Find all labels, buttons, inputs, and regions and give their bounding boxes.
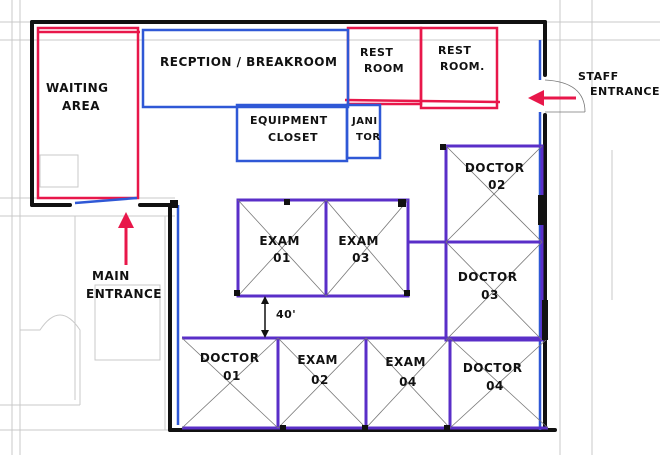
room-labels: WAITING AREA RECPTION / BREAKROOM REST R… [46,44,529,393]
label-dimension: 40' [276,308,296,321]
label-doctor-02: DOCTOR 02 [465,161,529,192]
label-exam-01: EXAM 01 [259,234,304,265]
label-doctor-04: DOCTOR 04 [463,361,527,393]
room-diagonals [181,145,549,429]
label-exam-04: EXAM 04 [385,355,430,389]
label-doctor-01: DOCTOR 01 [200,351,264,383]
label-doctor-03: DOCTOR 03 [458,270,522,302]
red-rooms [36,26,501,200]
label-equipment-closet: EQUIPMENT CLOSET [250,114,332,144]
label-main-entrance: MAIN ENTRANCE [86,269,162,301]
label-exam-03: EXAM 03 [338,234,383,265]
dimension-marker [261,296,269,338]
label-rest-room-1: REST ROOM [360,46,404,75]
label-rest-room-2: REST ROOM. [438,44,485,73]
label-janitor: JANI TOR [351,116,382,143]
label-reception: RECPTION / BREAKROOM [160,55,337,69]
label-exam-02: EXAM 02 [297,353,342,387]
blue-rooms [74,28,542,430]
staff-entrance-arrow [528,90,576,106]
annotation-labels: MAIN ENTRANCE STAFF ENTRANCE. 40' [86,70,660,321]
purple-rooms [182,144,548,430]
exterior-walls [30,20,557,432]
label-waiting-area: WAITING AREA [46,81,113,113]
staff-door [544,79,586,113]
main-entrance-arrow [118,212,134,265]
label-staff-entrance: STAFF ENTRANCE. [578,70,660,98]
column-markers [170,144,548,431]
